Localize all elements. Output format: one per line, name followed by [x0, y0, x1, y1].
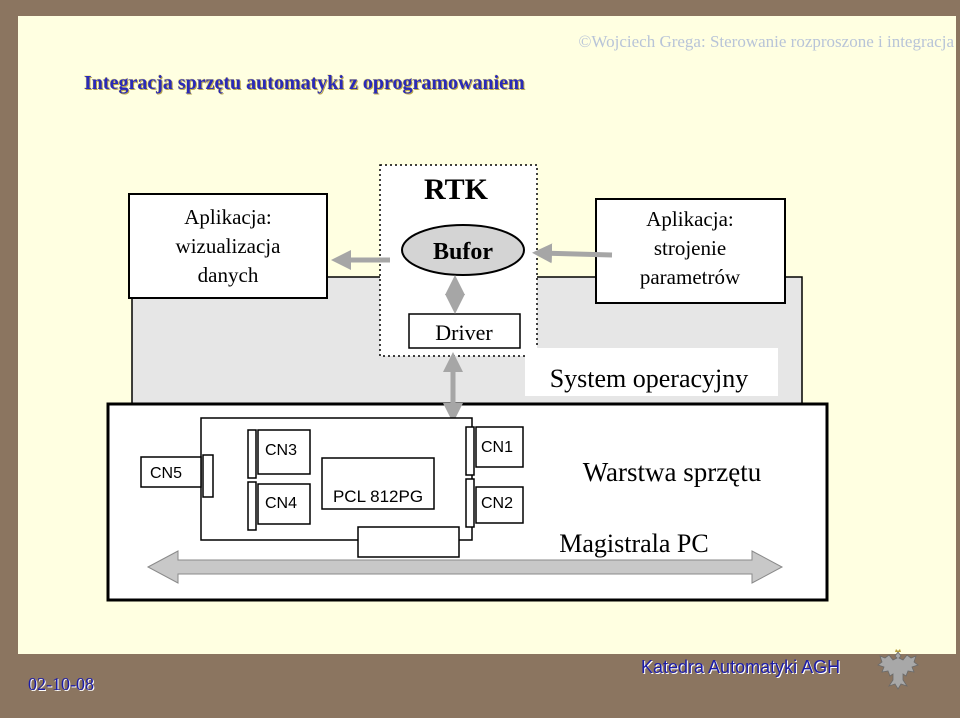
connector-cn4-box	[257, 483, 311, 525]
app-left-line-1: Aplikacja:	[184, 205, 271, 229]
os-label: System operacyjny	[550, 364, 749, 393]
connector-cn1-box	[475, 426, 524, 468]
bus-label: Magistrala PC	[559, 529, 709, 558]
os-label-background	[525, 348, 778, 396]
connector-cn5-label: CN5	[150, 465, 182, 482]
app-right-box	[595, 198, 786, 304]
eagle-emblem-icon	[877, 649, 919, 690]
connector-cn3-label: CN3	[265, 442, 297, 459]
bus-double-arrow	[146, 550, 784, 584]
connector-cn1-label: CN1	[481, 439, 513, 456]
header-credit: ©Wojciech Grega: Sterowanie rozproszone …	[578, 32, 954, 51]
app-right-line-1: Aplikacja:	[646, 207, 733, 231]
connector-cn5-box	[140, 456, 202, 488]
app-left-line-2: wizualizacja	[176, 234, 282, 258]
driver-box	[408, 313, 521, 349]
connector-cn3-strip	[247, 429, 257, 479]
driver-label: Driver	[435, 320, 493, 345]
connector-cn1-strip	[465, 426, 475, 476]
board-chip	[321, 457, 435, 510]
footer-date: 02-10-08	[28, 674, 94, 694]
rtk-title: RTK	[424, 173, 489, 206]
app-left-box	[128, 193, 328, 299]
app-right-line-3: parametrów	[640, 265, 741, 289]
connector-cn2-strip	[465, 478, 475, 528]
buffer-label: Bufor	[433, 239, 493, 265]
app-right-line-2: strojenie	[654, 236, 726, 260]
connector-cn3-box	[257, 429, 311, 475]
footer-department: Katedra Automatyki AGH	[641, 657, 841, 677]
hardware-layer-label: Warstwa sprzętu	[583, 457, 762, 487]
connector-cn2-label: CN2	[481, 495, 513, 512]
app-left-line-3: danych	[198, 263, 259, 287]
connector-cn4-strip	[247, 481, 257, 531]
slide-title: Integracja sprzętu automatyki z oprogram…	[84, 72, 525, 94]
board-edge-connector	[357, 526, 460, 558]
connector-cn4-label: CN4	[265, 495, 297, 512]
connector-cn2-box	[475, 486, 524, 524]
arrow-right-app-to-buffer	[532, 243, 613, 264]
board-label: PCL 812PG	[333, 487, 423, 506]
connector-cn5-strip	[202, 454, 214, 498]
